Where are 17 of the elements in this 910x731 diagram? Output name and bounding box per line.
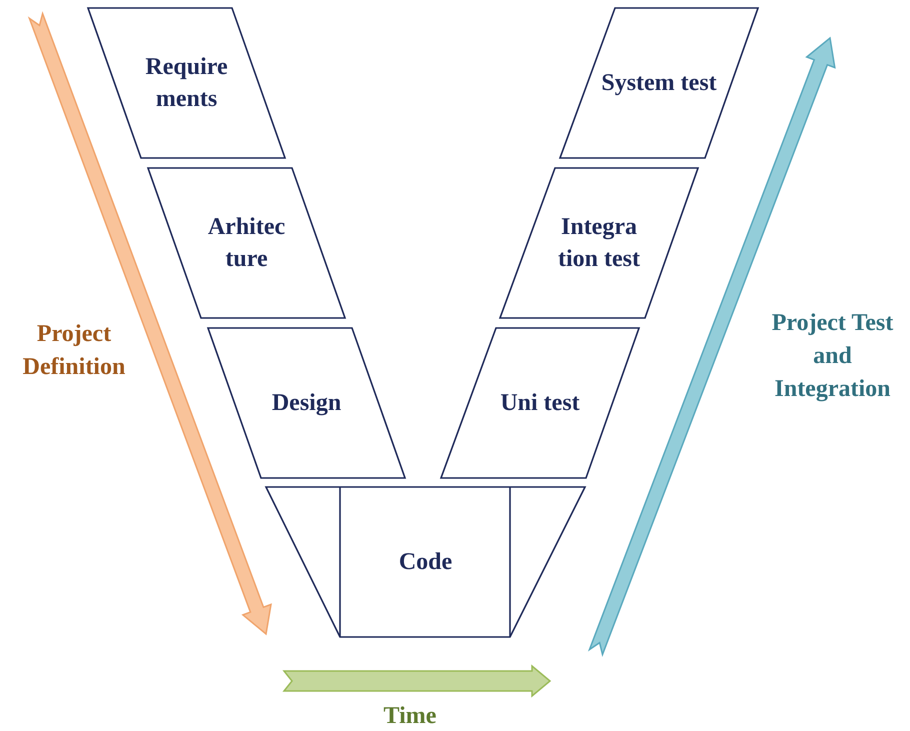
stage-parallelogram [88, 8, 285, 158]
stage-label: System test [600, 69, 718, 98]
stage-label: Integra tion test [557, 213, 641, 274]
code-trapezoid [266, 487, 585, 637]
stage-parallelogram [441, 328, 639, 478]
stage-parallelogram [208, 328, 405, 478]
stage-label: Design [270, 389, 342, 418]
stage-parallelogram [560, 8, 758, 158]
stage-label: Require ments [144, 53, 229, 114]
stage-parallelogram [148, 168, 345, 318]
time-label: Time [382, 702, 438, 731]
stage-parallelogram [500, 168, 698, 318]
stage-label: Code [398, 548, 454, 577]
phase-label: Project Definition [22, 320, 126, 382]
phase-label: Project Test and Integration [770, 309, 894, 404]
stage-label: Uni test [499, 389, 581, 418]
stage-label: Arhitec ture [206, 213, 286, 274]
